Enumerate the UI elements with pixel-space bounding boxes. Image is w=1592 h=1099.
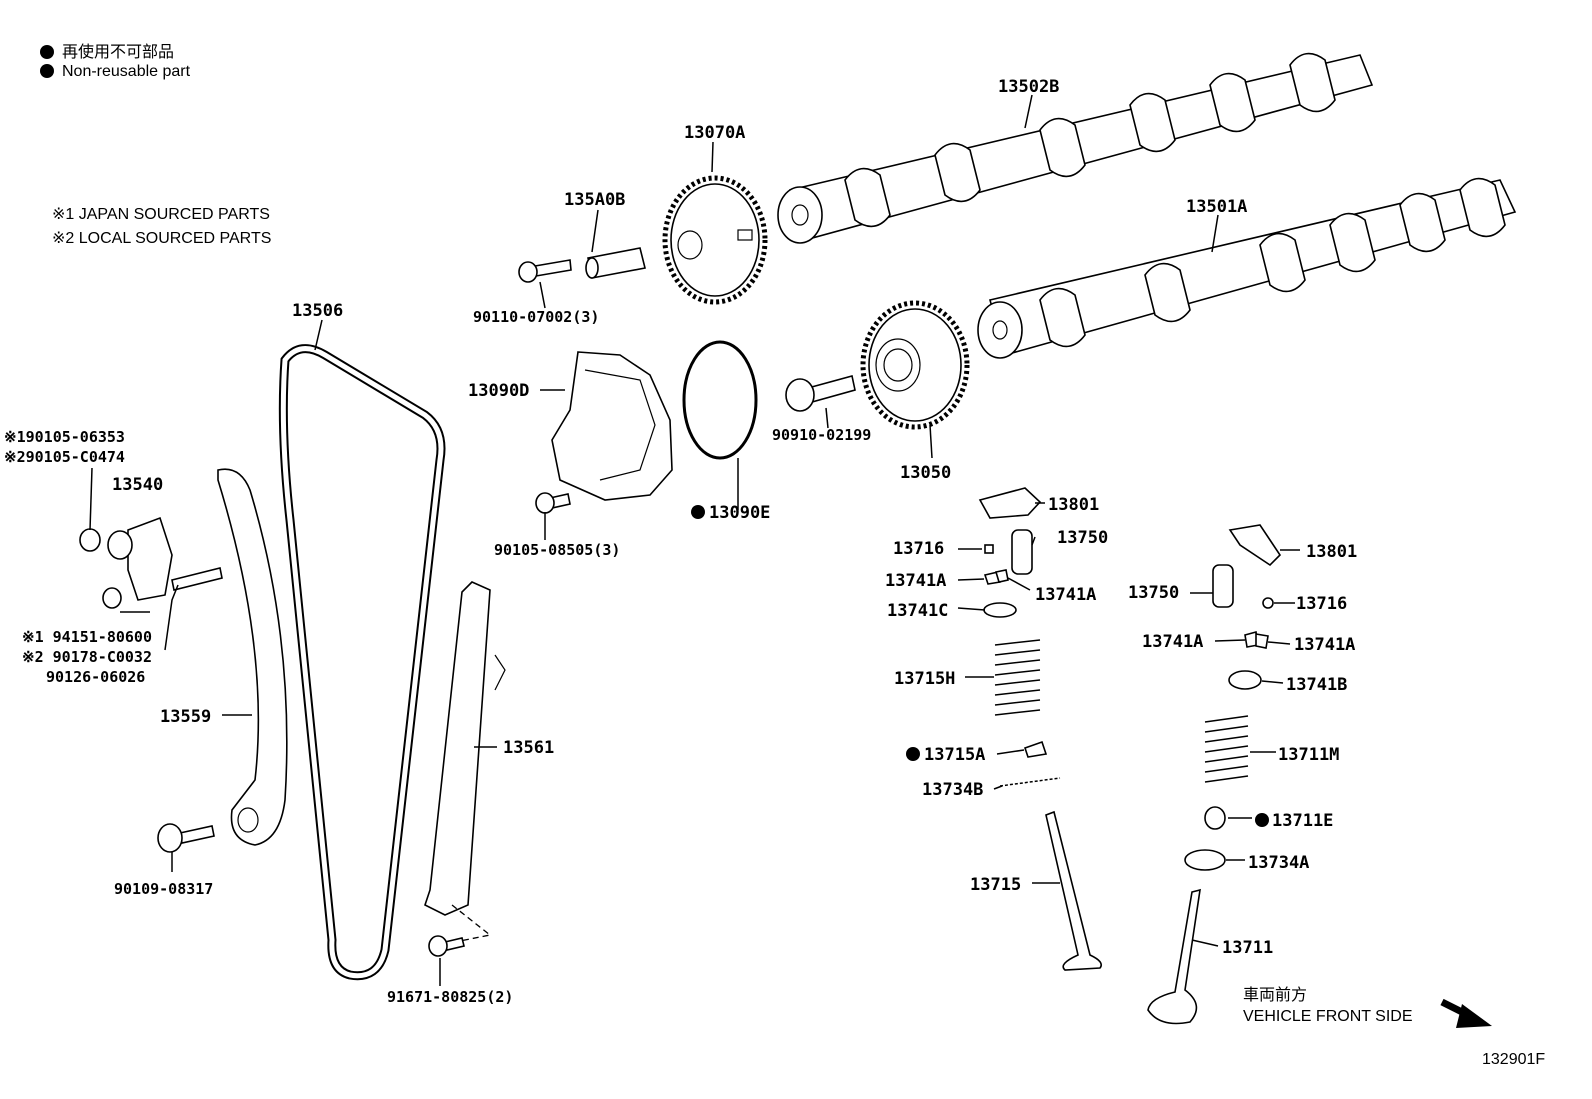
- lash-adjuster-13750-right-drawing[interactable]: [1212, 564, 1234, 608]
- label-13711E: 13711E: [1272, 811, 1333, 831]
- lash-adjuster-13750-left-drawing[interactable]: [1011, 529, 1033, 575]
- gasket-13090E-drawing[interactable]: [682, 340, 758, 460]
- camshaft-13502B-drawing[interactable]: [777, 52, 1374, 244]
- direction-label-jp: 車両前方: [1243, 986, 1307, 1004]
- non-reusable-dot-icon: [1255, 813, 1269, 827]
- legend-non-reusable-jp: 再使用不可部品: [40, 38, 174, 62]
- plate-13716-right-drawing[interactable]: [1262, 597, 1274, 609]
- bolt-90105-08505-drawing[interactable]: [535, 492, 571, 514]
- cam-timing-gear-13070A-drawing[interactable]: [662, 175, 768, 305]
- filled-dot-icon: [40, 64, 54, 78]
- seal-13715A-drawing[interactable]: [1023, 740, 1048, 758]
- retainer-13741B-drawing[interactable]: [1228, 670, 1262, 690]
- label-13711M: 13711M: [1278, 745, 1339, 765]
- legend-non-reusable-en: Non-reusable part: [40, 63, 190, 81]
- label-13050: 13050: [900, 463, 951, 483]
- label-13716-left: 13716: [893, 539, 944, 559]
- label-90109-08317: 90109-08317: [114, 880, 213, 898]
- bolt-90105-06353-drawing[interactable]: [79, 528, 101, 552]
- label-13741A-left-2: 13741A: [1035, 585, 1096, 605]
- label-13741A-right-1: 13741A: [1142, 632, 1203, 652]
- valve-13711-drawing[interactable]: [1147, 888, 1201, 1025]
- washer-13734B-drawing[interactable]: [999, 777, 1061, 787]
- label-90105-08505: 90105-08505(3): [494, 541, 620, 559]
- label-90126-06026: 90126-06026: [46, 668, 145, 686]
- label-94151-80600: ※1 94151-80600: [22, 628, 152, 646]
- timing-chain-13506-drawing[interactable]: [278, 344, 446, 981]
- label-13715: 13715: [970, 875, 1021, 895]
- valve-keepers-13741A-right-drawing[interactable]: [1244, 630, 1269, 649]
- non-reusable-dot-icon: [691, 505, 705, 519]
- label-13711: 13711: [1222, 938, 1273, 958]
- bolt-90110-drawing[interactable]: [518, 259, 572, 283]
- label-13070A: 13070A: [684, 123, 745, 143]
- bolt-90910-drawing[interactable]: [785, 375, 856, 412]
- label-13750-left: 13750: [1057, 528, 1108, 548]
- label-13540: 13540: [112, 475, 163, 495]
- spring-13711M-drawing[interactable]: [1204, 715, 1249, 783]
- label-90105-C0474: ※290105-C0474: [4, 448, 125, 466]
- label-91671-80825: 91671-80825(2): [387, 988, 513, 1006]
- label-90110-07002: 90110-07002(3): [473, 308, 599, 326]
- label-13501A: 13501A: [1186, 197, 1247, 217]
- label-13561: 13561: [503, 738, 554, 758]
- figure-id: 132901F: [1482, 1051, 1545, 1068]
- bolt-94151-drawing[interactable]: [102, 587, 122, 609]
- washer-13734A-drawing[interactable]: [1184, 849, 1226, 871]
- label-13741A-left-1: 13741A: [885, 571, 946, 591]
- bolt-90109-drawing[interactable]: [157, 823, 215, 853]
- label-90105-06353: ※190105-06353: [4, 428, 125, 446]
- tensioner-arm-13559-drawing[interactable]: [217, 468, 288, 846]
- non-reusable-dot-icon: [906, 747, 920, 761]
- label-90910-02199: 90910-02199: [772, 426, 871, 444]
- label-13741A-right-2: 13741A: [1294, 635, 1355, 655]
- bolt-91671-drawing[interactable]: [428, 935, 465, 957]
- seal-13711E-drawing[interactable]: [1204, 806, 1226, 830]
- legend-japan-sourced: ※1 JAPAN SOURCED PARTS: [52, 206, 270, 223]
- label-13715A: 13715A: [924, 745, 985, 765]
- label-13734B: 13734B: [922, 780, 983, 800]
- leader-lines: [89, 94, 1300, 986]
- chain-guide-13561-drawing[interactable]: [424, 581, 506, 946]
- label-13502B: 13502B: [998, 77, 1059, 97]
- cam-timing-gear-13050-drawing[interactable]: [860, 300, 970, 430]
- legend-local-sourced: ※2 LOCAL SOURCED PARTS: [52, 230, 272, 247]
- direction-arrow-icon: [1440, 998, 1492, 1028]
- valve-13715-drawing[interactable]: [1045, 810, 1103, 971]
- label-13734A: 13734A: [1248, 853, 1309, 873]
- label-13090E: 13090E: [709, 503, 770, 523]
- label-13741C: 13741C: [887, 601, 948, 621]
- timing-cover-13090D-drawing[interactable]: [551, 351, 673, 501]
- oil-control-valve-135A0B-drawing[interactable]: [585, 247, 646, 279]
- label-13801-left: 13801: [1048, 495, 1099, 515]
- valve-keepers-13741A-left-drawing[interactable]: [983, 569, 1009, 585]
- spring-13715H-drawing[interactable]: [994, 639, 1041, 716]
- label-13090D: 13090D: [468, 381, 529, 401]
- filled-dot-icon: [40, 45, 54, 59]
- label-135A0B: 135A0B: [564, 190, 625, 210]
- label-13716-right: 13716: [1296, 594, 1347, 614]
- label-90178-C0032: ※2 90178-C0032: [22, 648, 152, 666]
- label-13715H: 13715H: [894, 669, 955, 689]
- label-13801-right: 13801: [1306, 542, 1357, 562]
- label-13741B: 13741B: [1286, 675, 1347, 695]
- label-13750-right: 13750: [1128, 583, 1179, 603]
- label-13559: 13559: [160, 707, 211, 727]
- chain-tensioner-13540-drawing[interactable]: [107, 516, 173, 601]
- stud-90126-drawing[interactable]: [171, 567, 223, 591]
- rocker-arm-13801-right-drawing[interactable]: [1228, 524, 1282, 567]
- direction-label-en: VEHICLE FRONT SIDE: [1243, 1008, 1413, 1025]
- plate-13716-left-drawing[interactable]: [984, 544, 994, 554]
- rocker-arm-13801-left-drawing[interactable]: [978, 487, 1042, 519]
- label-13506: 13506: [292, 301, 343, 321]
- camshaft-13501A-drawing[interactable]: [977, 177, 1517, 359]
- retainer-13741C-drawing[interactable]: [983, 602, 1017, 618]
